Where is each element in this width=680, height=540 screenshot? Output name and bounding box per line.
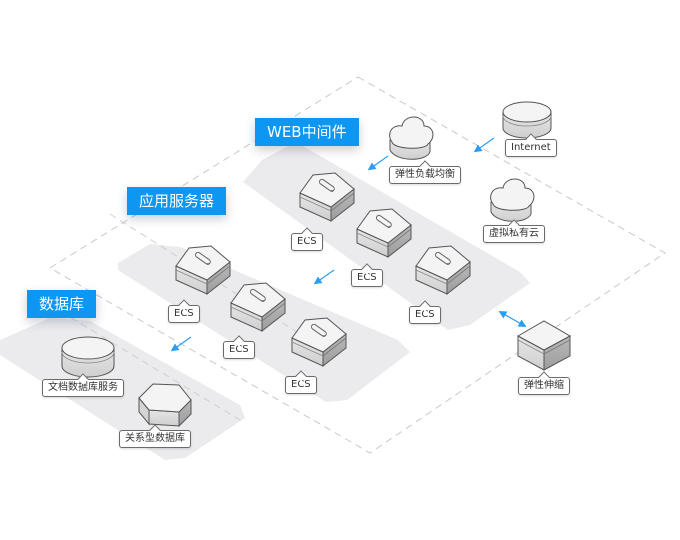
label-app-ecs-1: ECS: [168, 305, 200, 323]
arrow-web-to-app: [313, 269, 335, 285]
label-slb: 弹性负载均衡: [389, 166, 461, 184]
doc-db-cylinder-icon: [61, 336, 115, 378]
label-web-ecs-1: ECS: [291, 233, 323, 251]
label-web-ecs-3: ECS: [409, 306, 441, 324]
web-ecs-1-server-icon: [299, 172, 355, 223]
arrow-app-to-db: [170, 336, 192, 352]
tier-title-app: 应用服务器: [127, 187, 227, 215]
label-web-ecs-2: ECS: [351, 269, 383, 287]
arrow-internet-to-slb: [473, 137, 495, 153]
tier-title-web: WEB中间件: [255, 118, 359, 146]
internet-cylinder-icon: [502, 101, 552, 139]
web-ecs-3-server-icon: [415, 245, 471, 296]
rel-db-hexagon-icon: [138, 383, 192, 428]
arrow-web-autoscaling: [498, 311, 527, 327]
app-db-divider: [49, 304, 241, 421]
app-ecs-2-server-icon: [230, 282, 286, 333]
label-vpc: 虚拟私有云: [483, 225, 545, 243]
app-ecs-1-server-icon: [175, 245, 231, 296]
label-rel-db: 关系型数据库: [119, 430, 191, 448]
autoscaling-cube-icon: [516, 320, 572, 371]
label-autoscaling: 弹性伸缩: [518, 377, 570, 395]
label-app-ecs-2: ECS: [223, 341, 255, 359]
arrow-slb-to-web: [367, 155, 389, 171]
label-doc-db: 文档数据库服务: [42, 379, 124, 397]
vpc-cloud-icon: [490, 178, 535, 222]
label-internet: Internet: [505, 139, 557, 157]
tier-title-db: 数据库: [27, 290, 97, 318]
app-ecs-3-server-icon: [291, 317, 347, 368]
label-app-ecs-3: ECS: [285, 376, 317, 394]
slb-cloud-icon: [389, 116, 434, 160]
web-ecs-2-server-icon: [356, 208, 412, 259]
